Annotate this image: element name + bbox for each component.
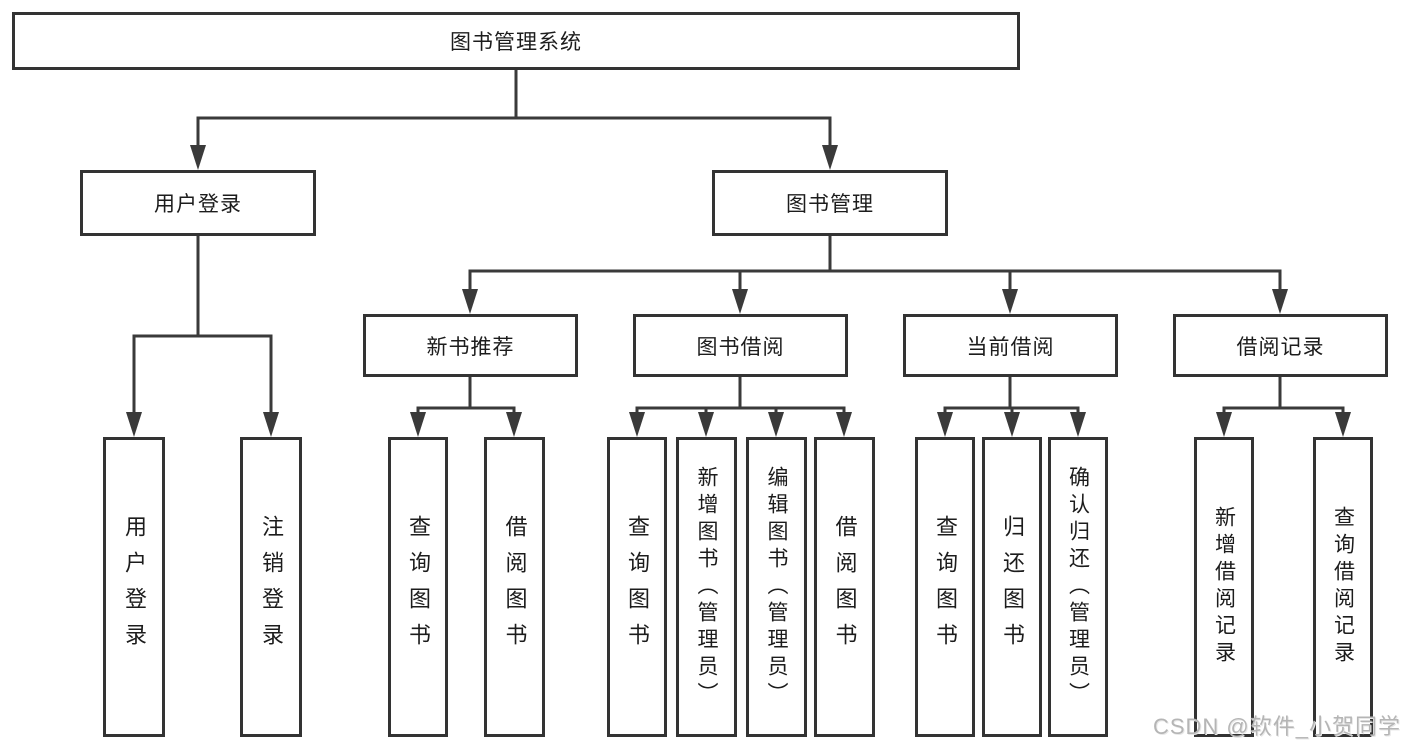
node-label: 图书管理系统: [450, 31, 582, 54]
leaf-label: 确认归还（管理员）: [1066, 465, 1090, 709]
leaf-query-books-newbooks: 查询图书: [388, 437, 448, 737]
node-new-book-recommend: 新书推荐: [363, 314, 578, 377]
node-user-login: 用户登录: [80, 170, 316, 236]
node-label: 借阅记录: [1236, 335, 1325, 359]
leaf-label: 注销登录: [259, 515, 284, 659]
leaf-label: 编辑图书（管理员）: [765, 465, 788, 709]
leaf-borrow-books-borrow: 借阅图书: [814, 437, 875, 737]
leaf-add-borrow-record: 新增借阅记录: [1194, 437, 1254, 737]
node-label: 新书推荐: [426, 335, 515, 359]
node-current-borrowing: 当前借阅: [903, 314, 1118, 377]
leaf-label: 借阅图书: [502, 515, 528, 659]
leaf-borrow-books-newbooks: 借阅图书: [484, 437, 545, 737]
leaf-label: 用户登录: [122, 515, 147, 659]
leaf-logout: 注销登录: [240, 437, 302, 737]
node-borrowing-records: 借阅记录: [1173, 314, 1388, 377]
leaf-label: 归还图书: [1000, 515, 1025, 659]
leaf-confirm-return-admin: 确认归还（管理员）: [1048, 437, 1108, 737]
node-book-management: 图书管理: [712, 170, 948, 236]
csdn-watermark: CSDN @软件_小贺同学: [1152, 714, 1401, 739]
leaf-query-books-current: 查询图书: [915, 437, 975, 737]
leaf-label: 借阅图书: [832, 515, 858, 659]
node-label: 图书借阅: [696, 335, 785, 359]
leaf-label: 查询图书: [406, 515, 431, 659]
leaf-query-borrow-record: 查询借阅记录: [1313, 437, 1373, 737]
node-label: 当前借阅: [966, 335, 1055, 359]
leaf-user-login: 用户登录: [103, 437, 165, 737]
leaf-label: 新增图书（管理员）: [695, 465, 718, 709]
leaf-label: 查询借阅记录: [1331, 506, 1355, 668]
leaf-return-books: 归还图书: [982, 437, 1042, 737]
leaf-label: 查询图书: [625, 515, 650, 659]
leaf-add-books-admin: 新增图书（管理员）: [676, 437, 737, 737]
leaf-label: 查询图书: [933, 515, 958, 659]
node-library-management-system: 图书管理系统: [12, 12, 1020, 70]
node-label: 图书管理: [786, 193, 874, 216]
node-book-borrowing: 图书借阅: [633, 314, 848, 377]
leaf-label: 新增借阅记录: [1212, 506, 1236, 668]
leaf-query-books-borrow: 查询图书: [607, 437, 667, 737]
node-label: 用户登录: [154, 193, 242, 216]
leaf-edit-books-admin: 编辑图书（管理员）: [746, 437, 807, 737]
